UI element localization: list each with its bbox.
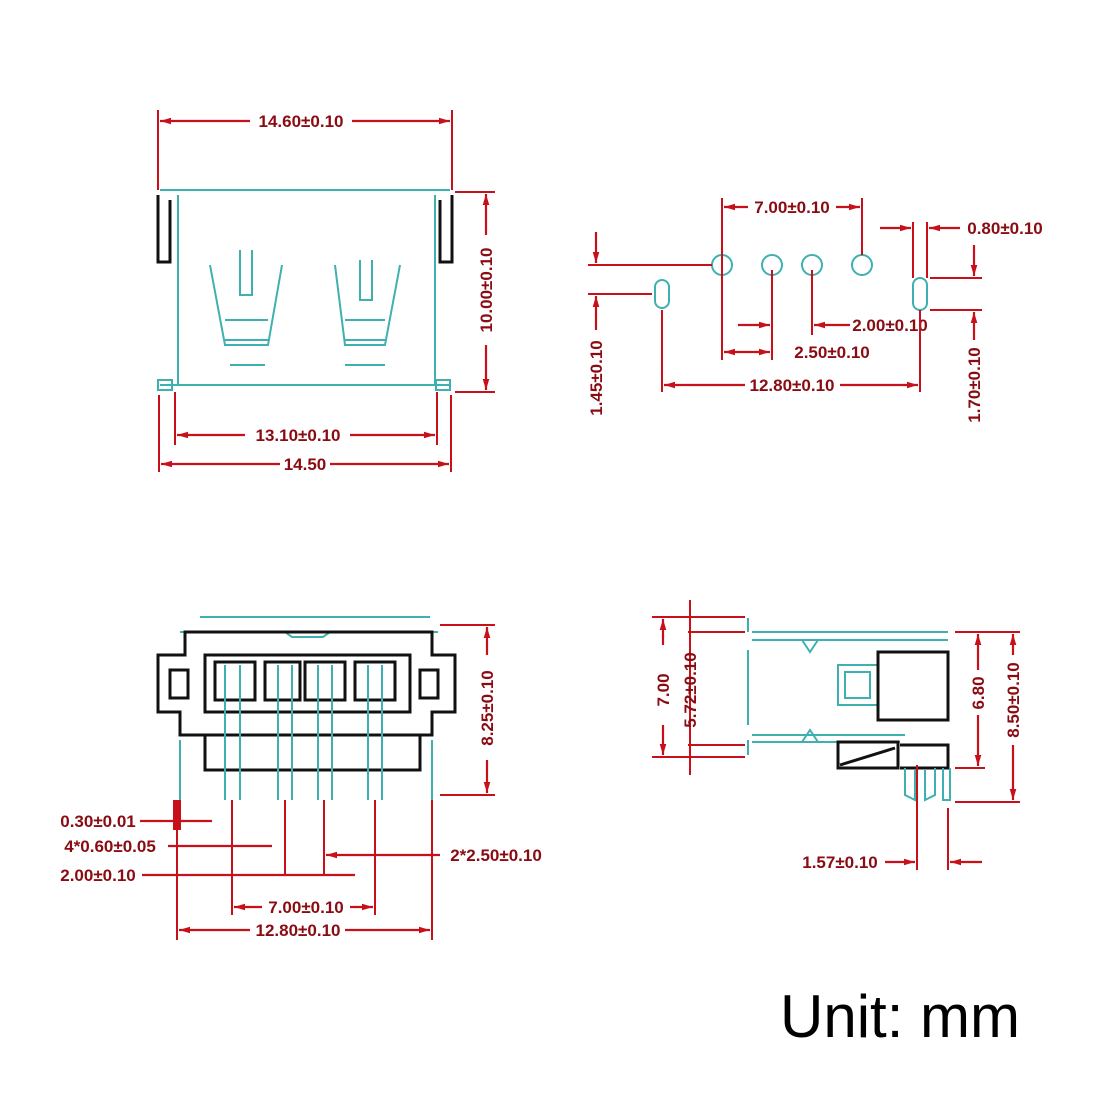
dim-rear-pitch-inner: 2.00±0.10 (60, 866, 136, 885)
side-view: 7.00 5.72±0.10 6.80 8.50±0.10 1.57±0.10 (652, 600, 1023, 872)
dim-rear-height: 8.25±0.10 (478, 670, 497, 746)
dim-front-inner-width: 13.10±0.10 (256, 426, 341, 445)
dim-rear-pin-thickness: 0.30±0.01 (60, 812, 136, 831)
dim-footprint-pitch-b: 2.50±0.10 (794, 343, 870, 362)
dim-footprint-hole-dia: 0.80±0.10 (967, 219, 1043, 238)
dim-side-pin-offset: 1.57±0.10 (802, 853, 878, 872)
dim-side-right-height: 6.80 (969, 676, 988, 709)
dim-front-width-top: 14.60±0.10 (259, 112, 344, 131)
front-view: 14.60±0.10 10.00±0.10 13.10±0.10 14.50 (156, 110, 496, 474)
rear-view: 8.25±0.10 0.30±0.01 4*0.60±0.05 2*2.50±0… (60, 616, 542, 940)
dim-side-tab-span: 7.00 (654, 673, 673, 706)
footprint-view: 7.00±0.10 0.80±0.10 2.00±0.10 2.50±0.10 … (587, 198, 1043, 423)
dim-footprint-offset-left: 1.45±0.10 (587, 340, 606, 416)
dim-side-body-height: 5.72±0.10 (681, 652, 700, 728)
dim-front-width-bottom: 14.50 (284, 455, 327, 474)
unit-label: Unit: mm (780, 983, 1020, 1050)
dim-footprint-pitch-a: 2.00±0.10 (852, 316, 928, 335)
dim-front-height: 10.00±0.10 (477, 248, 496, 333)
dim-footprint-pin-span: 7.00±0.10 (754, 198, 830, 217)
dim-rear-pin-width: 4*0.60±0.05 (64, 837, 156, 856)
dim-footprint-offset-right: 1.70±0.10 (965, 347, 984, 423)
dim-rear-mount-span: 12.80±0.10 (256, 921, 341, 940)
dim-rear-pin-span: 7.00±0.10 (268, 898, 344, 917)
dim-footprint-mount-span: 12.80±0.10 (750, 376, 835, 395)
dim-rear-pitch-outer: 2*2.50±0.10 (450, 846, 542, 865)
dim-side-total-height: 8.50±0.10 (1004, 662, 1023, 738)
